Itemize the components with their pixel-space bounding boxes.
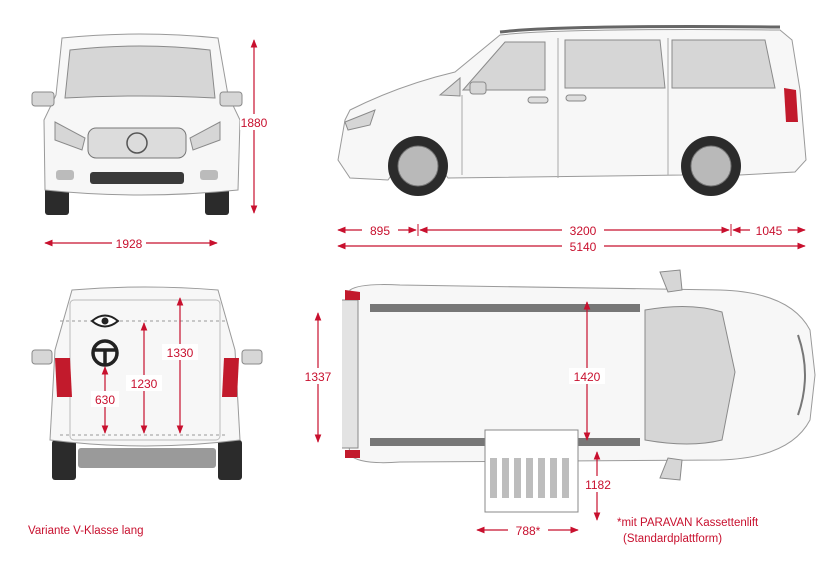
- entry-height-label: 1330: [167, 346, 194, 360]
- variant-caption: Variante V-Klasse lang: [28, 525, 144, 537]
- steering-wheel-icon: [91, 339, 119, 367]
- grille: [87, 127, 187, 159]
- front-view: 1880 1928: [31, 33, 270, 252]
- mercedes-star-icon: [126, 132, 148, 154]
- ramp-length-label: 1182: [585, 478, 611, 492]
- top-view: 1337 1420 1182 788*: [300, 269, 816, 538]
- rear-overhang-label: 1045: [756, 224, 783, 238]
- ramp-width-label: 788*: [516, 524, 541, 538]
- seat-height-label: 630: [95, 393, 115, 407]
- footnote-line1: *mit PARAVAN Kassettenlift: [617, 517, 759, 529]
- wheelbase-label: 3200: [570, 224, 597, 238]
- interior-width-label: 1337: [305, 370, 332, 384]
- interior-length-label: 1420: [574, 370, 601, 384]
- total-length-label: 5140: [570, 240, 597, 254]
- mirror-right: [219, 91, 243, 107]
- mirror-left: [31, 91, 55, 107]
- eye-height-label: 1230: [131, 377, 158, 391]
- footnote-line2: (Standardplattform): [623, 533, 722, 545]
- height-label: 1880: [241, 116, 268, 130]
- eye-icon: [90, 314, 120, 328]
- rear-view: 630 1230 1330: [31, 286, 263, 480]
- width-label: 1928: [116, 237, 143, 251]
- side-view: 895 3200 1045 5140: [337, 25, 807, 254]
- front-overhang-label: 895: [370, 224, 390, 238]
